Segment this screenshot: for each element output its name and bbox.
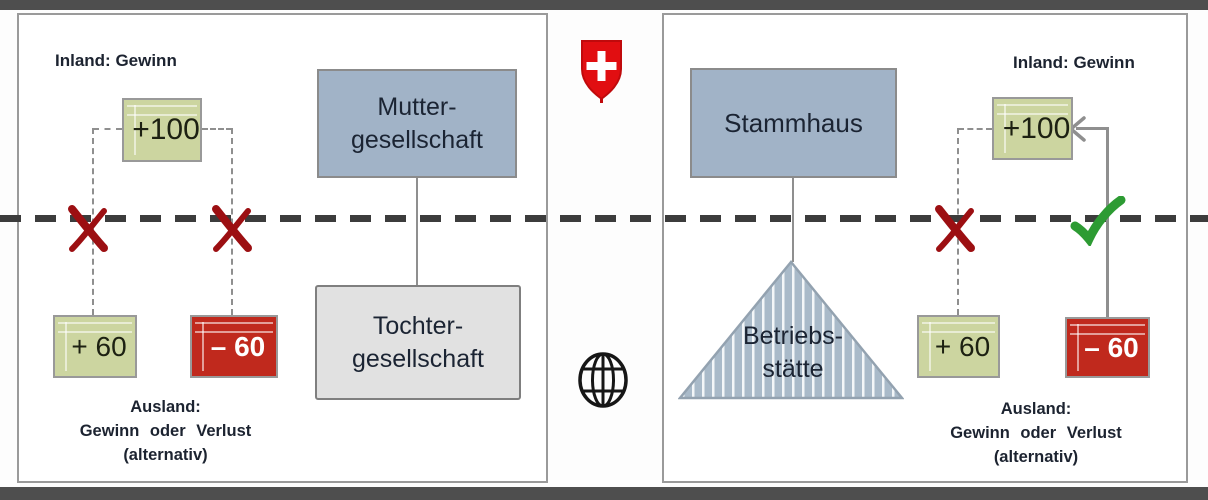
head-office-label: Stammhaus: [724, 107, 863, 138]
left-profit-note-value: +100: [132, 113, 200, 146]
right-dashed-connector-h: [958, 128, 992, 130]
right-foreign-loss-value: – 60: [1084, 331, 1139, 363]
left-dashed-connector-h1: [93, 128, 122, 130]
right-foreign-profit-value: + 60: [934, 330, 991, 362]
country-border-dashed-line: [0, 215, 1208, 222]
right-ausland-label: Ausland: Gewinn oder Verlust (alternativ…: [928, 398, 1144, 470]
left-ausland-line2: Gewinn oder Verlust: [79, 421, 252, 440]
left-foreign-profit-value: + 60: [71, 330, 127, 362]
parent-company-box: Mutter- gesellschaft: [317, 69, 517, 178]
right-ausland-line2: Gewinn oder Verlust: [950, 423, 1122, 442]
loss-transfer-arrow-vertical: [1106, 127, 1109, 317]
right-panel-permanent-establishment-scenario: [662, 13, 1188, 483]
head-office-box: Stammhaus: [690, 68, 897, 178]
left-cross-icon-2: [212, 205, 252, 252]
check-icon: [1070, 196, 1126, 246]
right-foreign-profit-note: + 60: [917, 315, 1000, 378]
left-inland-label: Inland: Gewinn: [55, 51, 177, 70]
parent-company-line2: gesellschaft: [350, 125, 484, 154]
pe-line2: stätte: [762, 355, 824, 383]
pe-line1: Betriebs-: [742, 322, 844, 350]
left-cross-icon-1: [68, 205, 108, 252]
right-inland-label: Inland: Gewinn: [1013, 53, 1135, 72]
subsidiary-line1: Tochter-: [372, 311, 464, 340]
right-profit-note-value: +100: [1002, 111, 1071, 145]
left-foreign-loss-note: – 60: [190, 315, 278, 378]
permanent-establishment-triangle: [678, 260, 904, 400]
right-foreign-loss-note: – 60: [1065, 317, 1150, 378]
globe-icon: [578, 352, 628, 408]
right-profit-note: +100: [992, 97, 1073, 160]
right-ausland-line1: Ausland:: [1000, 400, 1072, 418]
parent-company-line1: Mutter-: [377, 92, 457, 121]
left-foreign-loss-value: – 60: [210, 330, 266, 362]
left-profit-note: +100: [122, 98, 202, 162]
right-cross-icon: [935, 205, 975, 252]
subsidiary-line2: gesellschaft: [351, 344, 485, 373]
left-ausland-label: Ausland: Gewinn oder Verlust (alternativ…: [58, 396, 273, 468]
loss-transfer-arrow-horizontal: [1076, 127, 1108, 130]
swiss-shield-icon: [581, 40, 622, 103]
permanent-establishment-label: Betriebs- stätte: [693, 320, 893, 386]
parent-subsidiary-connector: [416, 178, 418, 285]
right-ausland-line3: (alternativ): [993, 447, 1079, 466]
subsidiary-company-box: Tochter- gesellschaft: [315, 285, 521, 400]
left-dashed-connector-h2: [202, 128, 232, 130]
left-ausland-line3: (alternativ): [123, 445, 208, 464]
left-foreign-profit-note: + 60: [53, 315, 137, 378]
left-ausland-line1: Ausland:: [130, 398, 201, 416]
